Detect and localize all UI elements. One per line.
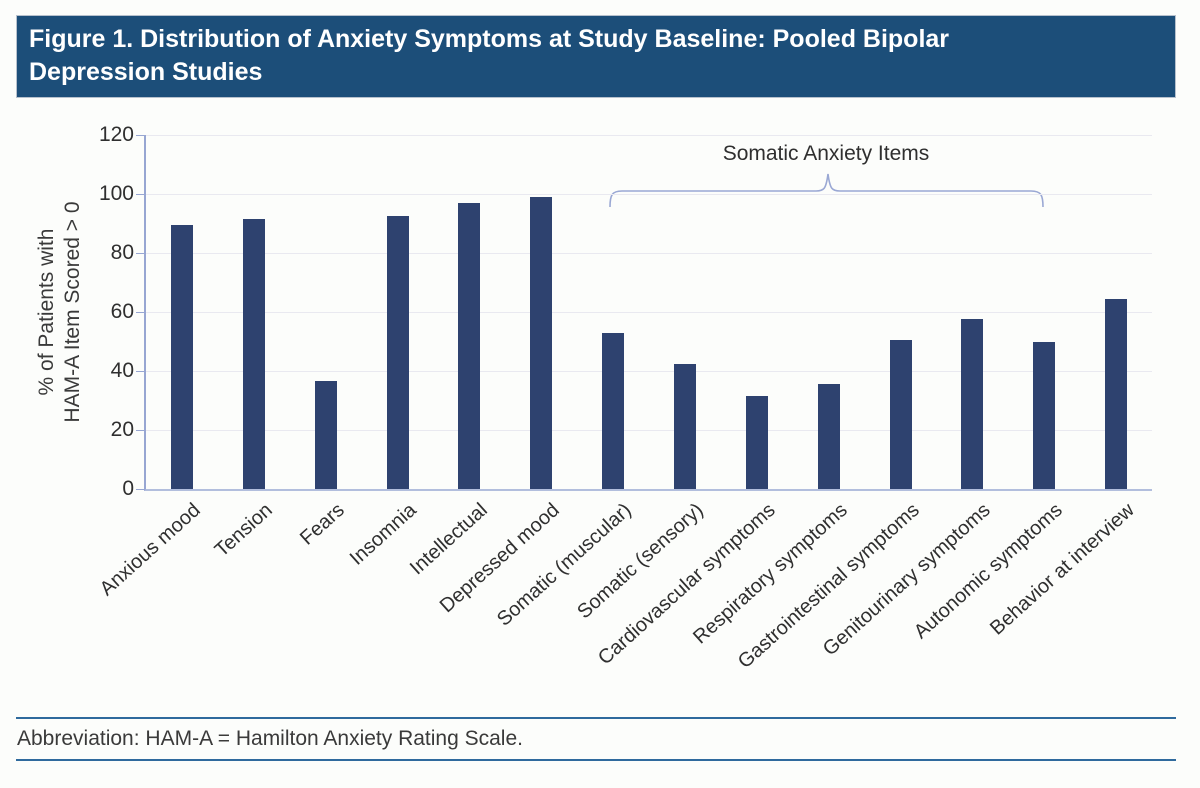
footer-rule-top [16,717,1176,719]
bar [314,381,337,489]
y-axis-title: % of Patients with HAM-A Item Scored > 0 [34,127,86,497]
y-tick [136,194,144,195]
y-tick-label: 120 [98,123,134,146]
y-tick [136,135,144,136]
bar [673,363,696,489]
bar [745,396,768,489]
somatic-annotation-label: Somatic Anxiety Items [722,142,930,165]
y-tick-label: 60 [110,300,134,323]
bar [458,202,481,489]
y-tick-label: 20 [110,418,134,441]
gridline [146,135,1152,136]
y-tick [136,371,144,373]
bar [961,319,984,489]
abbreviation-note: Abbreviation: HAM-A = Hamilton Anxiety R… [17,727,523,750]
bar [602,332,625,489]
bar [1033,341,1056,489]
y-tick [136,489,144,490]
figure-title-line1: Figure 1. Distribution of Anxiety Sympto… [29,25,950,53]
y-tick [136,253,144,255]
gridline [146,253,1152,255]
y-axis-title-line2: HAM-A Item Scored > 0 [61,201,84,423]
bar [386,216,409,489]
somatic-bracket-icon [609,173,1044,208]
y-tick-label: 100 [98,182,134,205]
bar [242,219,265,489]
y-tick [136,312,144,313]
y-tick-label: 40 [110,359,134,382]
gridline [146,312,1152,313]
footer-rule-bottom [16,759,1176,761]
y-tick-label: 80 [110,241,134,264]
bar [889,340,912,489]
bar [530,196,553,489]
bar [1105,298,1128,489]
y-axis-title-line1: % of Patients with [35,228,58,396]
gridline [146,371,1152,373]
figure-title-bar: Figure 1. Distribution of Anxiety Sympto… [16,15,1176,98]
gridline [146,430,1152,432]
y-tick [136,430,144,432]
figure-title-line2: Depression Studies [29,58,263,86]
bar [170,224,193,489]
bar [817,384,840,489]
gridline [146,194,1152,195]
y-tick-label: 0 [122,477,134,500]
